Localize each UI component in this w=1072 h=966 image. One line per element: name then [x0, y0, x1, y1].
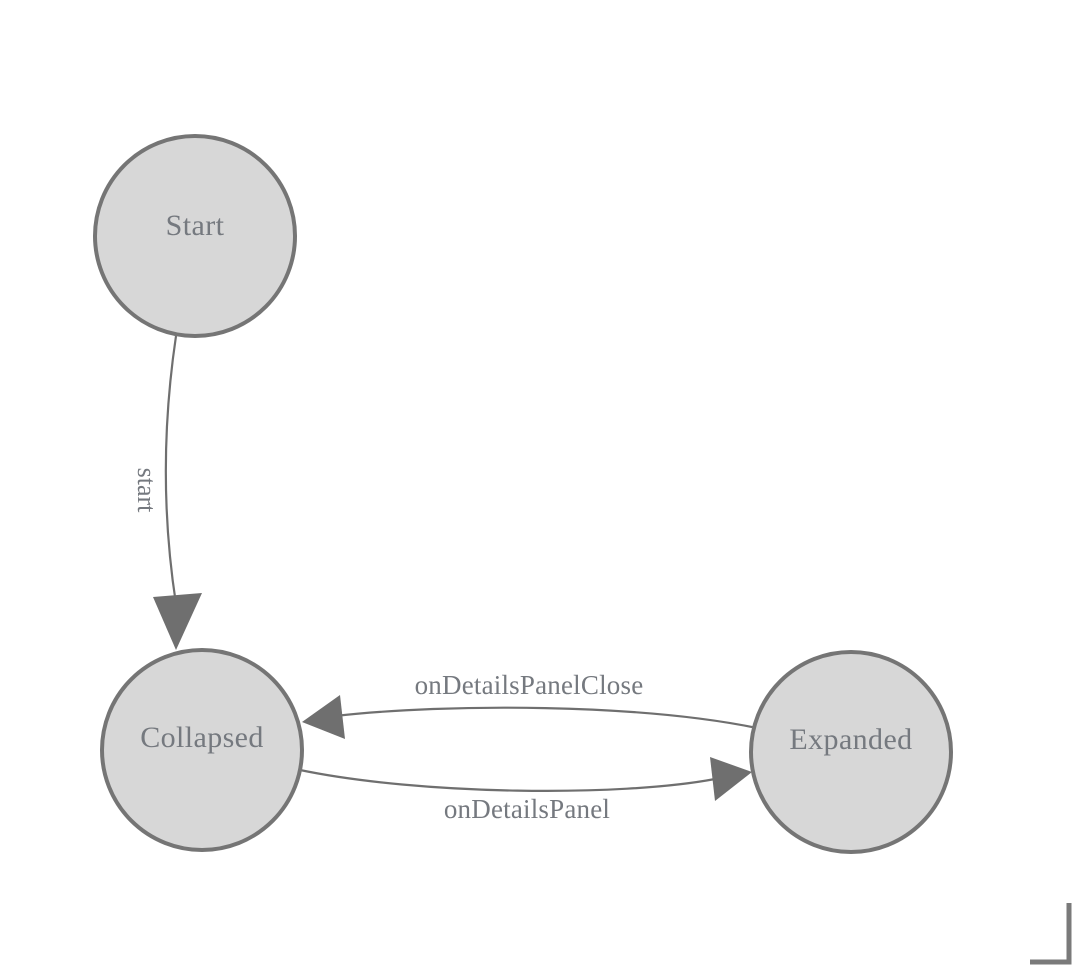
node-start-circle[interactable] — [93, 134, 297, 338]
bottom-right-corner-mark — [1030, 903, 1072, 965]
node-collapsed-label: Collapsed — [140, 721, 264, 754]
node-expanded-label: Expanded — [789, 723, 912, 756]
edge-collapsed-to-expanded — [299, 757, 752, 801]
edge-expanded-to-collapsed — [302, 695, 758, 739]
node-start[interactable]: Start — [93, 134, 297, 338]
node-expanded-circle[interactable] — [749, 650, 953, 854]
edge-path-expanded-to-collapsed — [334, 706, 758, 730]
edge-start-to-collapsed — [153, 335, 202, 650]
node-expanded[interactable]: Expanded — [749, 650, 953, 854]
edge-label-on-details-panel: onDetailsPanel — [444, 794, 610, 824]
edge-path-start-to-collapsed — [164, 335, 178, 605]
edge-label-start: start — [132, 468, 161, 514]
edge-label-on-details-panel-close: onDetailsPanelClose — [415, 670, 644, 700]
node-start-label: Start — [166, 209, 225, 242]
edge-path-collapsed-to-expanded — [299, 768, 716, 792]
arrowhead-into-collapsed-top — [153, 593, 202, 650]
node-collapsed[interactable]: Collapsed — [100, 648, 304, 852]
arrowhead-into-collapsed-right — [302, 695, 345, 739]
arrowhead-into-expanded-left — [710, 757, 752, 801]
node-collapsed-circle[interactable] — [100, 648, 304, 852]
